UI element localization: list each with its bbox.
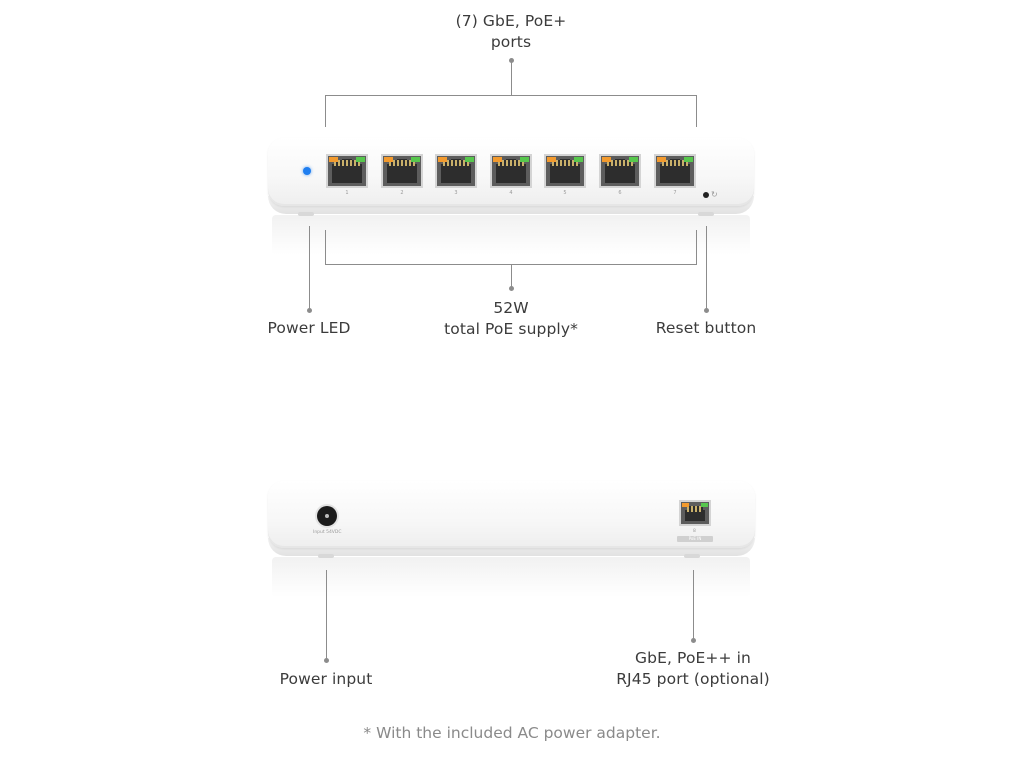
ports-label-line2: ports — [490, 33, 532, 51]
ports-callout-stem — [511, 60, 512, 96]
port-link-led — [356, 157, 365, 162]
port-socket — [441, 159, 471, 183]
port-activity-led — [547, 157, 556, 162]
port-number-label: 1 — [345, 190, 349, 196]
ports-callout-bracket-left — [325, 95, 326, 127]
ethernet-port-5[interactable] — [544, 154, 586, 188]
port-socket — [496, 159, 526, 183]
rear-device-foot-left — [318, 554, 334, 558]
ports-callout-bracket-top — [325, 95, 697, 96]
ethernet-port-7[interactable] — [654, 154, 696, 188]
rear-device-foot-right — [684, 554, 700, 558]
port-link-led — [520, 157, 529, 162]
port-pins — [552, 160, 578, 166]
port-activity-led — [438, 157, 447, 162]
port-socket — [387, 159, 417, 183]
poe-callout-bracket-left — [325, 230, 326, 265]
port-pins — [498, 160, 524, 166]
uplink-port-tag: PoE IN — [677, 536, 713, 542]
port-number-label: 3 — [454, 190, 458, 196]
port-activity-led — [384, 157, 393, 162]
uplink-port-number: 8 — [693, 529, 696, 534]
rear-device-body — [268, 481, 755, 548]
port-number-label: 6 — [618, 190, 622, 196]
power-led-callout-dot — [307, 308, 312, 313]
front-device-foot-left — [298, 212, 314, 216]
port-link-led — [411, 157, 420, 162]
rear-device-reflection — [272, 557, 750, 597]
port-pins — [443, 160, 469, 166]
port-pins — [389, 160, 415, 166]
ports-callout-bracket-right — [696, 95, 697, 127]
reset-callout-dot — [704, 308, 709, 313]
port-number-label: 4 — [509, 190, 513, 196]
power-input-callout-dot — [324, 658, 329, 663]
poe-callout-bracket-right — [696, 230, 697, 265]
uplink-poe-in-port[interactable] — [679, 500, 711, 526]
power-led-callout-line — [309, 226, 310, 310]
footnote: * With the included AC power adapter. — [363, 724, 661, 742]
port-pins — [662, 160, 688, 166]
port-number-label: 7 — [673, 190, 677, 196]
ethernet-port-4[interactable] — [490, 154, 532, 188]
dc-jack-caption: Input 54VDC — [313, 530, 342, 535]
uplink-callout-line — [693, 570, 694, 640]
ethernet-port-1[interactable] — [326, 154, 368, 188]
port-number-label: 2 — [400, 190, 404, 196]
uplink-label: GbE, PoE++ in RJ45 port (optional) — [593, 648, 793, 690]
port-activity-led — [493, 157, 502, 162]
reset-button[interactable] — [703, 192, 709, 198]
ethernet-port-3[interactable] — [435, 154, 477, 188]
reset-icon: ↻ — [711, 190, 718, 199]
poe-label: 52W total PoE supply* — [411, 298, 611, 340]
power-input-label: Power input — [279, 670, 373, 688]
port-activity-led — [329, 157, 338, 162]
reset-callout-line — [706, 226, 707, 310]
poe-callout-dot — [509, 286, 514, 291]
poe-label-line1: 52W — [493, 299, 529, 317]
poe-label-line2: total PoE supply* — [444, 320, 578, 338]
uplink-callout-dot — [691, 638, 696, 643]
port-link-led — [574, 157, 583, 162]
port-pins — [334, 160, 360, 166]
port-socket — [605, 159, 635, 183]
ethernet-port-2[interactable] — [381, 154, 423, 188]
port-socket — [660, 159, 690, 183]
reset-label: Reset button — [655, 319, 757, 337]
ports-label: (7) GbE, PoE+ ports — [411, 11, 611, 53]
poe-callout-stem — [511, 264, 512, 288]
port-link-led — [629, 157, 638, 162]
power-led-indicator — [303, 167, 311, 175]
power-input-callout-line — [326, 570, 327, 660]
power-led-label: Power LED — [267, 319, 351, 337]
port-number-label: 5 — [563, 190, 567, 196]
port-link-led — [465, 157, 474, 162]
port-pins — [607, 160, 633, 166]
front-device-foot-right — [698, 212, 714, 216]
uplink-label-line2: RJ45 port (optional) — [616, 670, 770, 688]
port-socket — [550, 159, 580, 183]
ports-label-line1: (7) GbE, PoE+ — [455, 12, 567, 30]
port-activity-led — [602, 157, 611, 162]
front-device-reflection — [272, 215, 750, 255]
port-link-led — [684, 157, 693, 162]
port-socket — [332, 159, 362, 183]
port-activity-led — [657, 157, 666, 162]
ethernet-port-6[interactable] — [599, 154, 641, 188]
uplink-label-line1: GbE, PoE++ in — [635, 649, 751, 667]
dc-power-jack[interactable] — [317, 506, 337, 526]
